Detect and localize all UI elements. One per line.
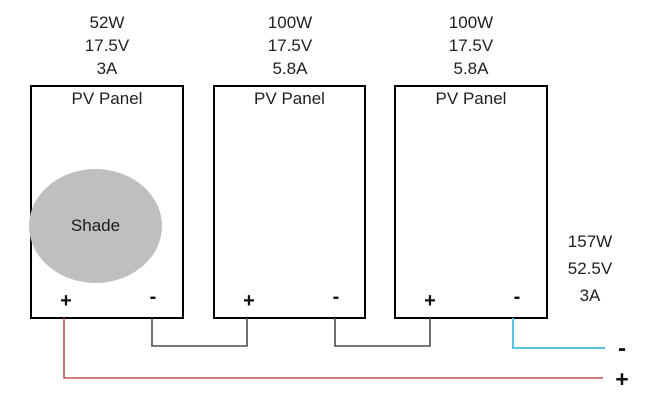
panel3-current-label: 5.8A — [453, 59, 489, 78]
panel1-power-label: 52W — [89, 13, 125, 32]
negative-output-wire — [512, 318, 605, 349]
panel2-spec-block: 100W 17.5V 5.8A — [210, 11, 370, 80]
shade-label: Shade — [70, 216, 121, 235]
panel1-spec-block: 52W 17.5V 3A — [27, 11, 187, 80]
panel3-title: PV Panel — [435, 89, 507, 108]
shade-ellipse: Shade — [29, 169, 162, 283]
output-power-label: 157W — [567, 232, 613, 251]
panel2-title: PV Panel — [254, 89, 325, 108]
panel3-power-label: 100W — [448, 13, 494, 32]
pv-panel-1: PV Panel Shade + - — [29, 85, 184, 319]
panel3-voltage-label: 17.5V — [448, 36, 494, 55]
panel1-positive-terminal: + — [60, 290, 72, 312]
series-wire-1 — [151, 318, 248, 347]
output-voltage-label: 52.5V — [567, 259, 613, 278]
panel3-negative-terminal: - — [513, 286, 521, 308]
panel1-title: PV Panel — [71, 89, 143, 108]
string-output-spec-block: 157W 52.5V 3A — [530, 228, 650, 309]
panel2-negative-terminal: - — [332, 286, 340, 308]
pv-panel-2: PV Panel + - — [213, 85, 366, 319]
positive-output-wire — [63, 318, 603, 379]
panel3-spec-block: 100W 17.5V 5.8A — [391, 11, 551, 80]
pv-panel-3: PV Panel + - — [394, 85, 548, 319]
output-current-label: 3A — [579, 286, 601, 305]
panel1-negative-terminal: - — [149, 286, 157, 308]
panel2-positive-terminal: + — [243, 290, 255, 312]
panel1-voltage-label: 17.5V — [84, 36, 130, 55]
series-wire-2 — [334, 318, 431, 347]
negative-lead-label: - — [618, 335, 626, 362]
positive-lead-label: + — [615, 366, 629, 392]
panel2-power-label: 100W — [267, 13, 313, 32]
panel2-current-label: 5.8A — [272, 59, 308, 78]
panel1-current-label: 3A — [96, 59, 118, 78]
panel3-positive-terminal: + — [424, 290, 436, 312]
panel2-voltage-label: 17.5V — [267, 36, 313, 55]
